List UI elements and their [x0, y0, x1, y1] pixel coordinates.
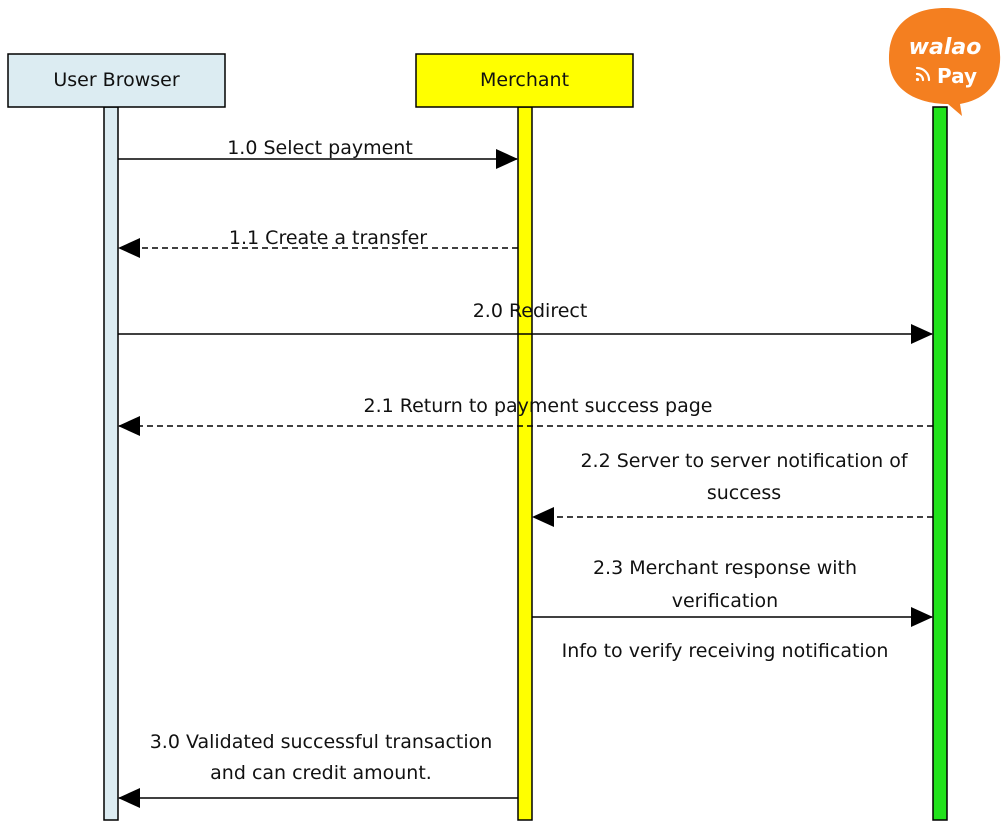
- message-2-2-label-line1: 2.2 Server to server notification of: [580, 450, 908, 472]
- message-1-1-label: 1.1 Create a transfer: [229, 227, 427, 249]
- message-3-0-label-line1: 3.0 Validated successful transaction: [150, 731, 493, 753]
- message-2-0: 2.0 Redirect: [118, 300, 933, 344]
- message-3-0: 3.0 Validated successful transaction and…: [118, 731, 518, 808]
- walaopay-logo-text-top: walao: [909, 35, 982, 60]
- message-1-0: 1.0 Select payment: [118, 137, 518, 169]
- walaopay-logo: walao Pay: [888, 8, 1001, 116]
- message-2-2-label-line2: success: [707, 482, 781, 504]
- walaopay-logo-text-bottom: Pay: [937, 64, 977, 88]
- message-2-1-label: 2.1 Return to payment success page: [364, 395, 713, 417]
- message-2-3-note: Info to verify receiving notification: [562, 640, 889, 662]
- user-browser-lifeline: [103, 106, 119, 821]
- user-browser-header: User Browser: [7, 53, 226, 108]
- message-2-3-label-line2: verification: [672, 590, 778, 612]
- message-1-0-label: 1.0 Select payment: [227, 137, 413, 159]
- message-2-2: 2.2 Server to server notification of suc…: [532, 450, 933, 527]
- user-browser-label: User Browser: [53, 69, 180, 91]
- message-1-1: 1.1 Create a transfer: [118, 227, 518, 258]
- merchant-lifeline: [517, 106, 533, 821]
- message-2-3: 2.3 Merchant response with verification …: [532, 557, 933, 662]
- message-2-0-label: 2.0 Redirect: [473, 300, 588, 322]
- merchant-label: Merchant: [480, 69, 569, 91]
- message-3-0-label-line2: and can credit amount.: [210, 762, 432, 784]
- message-2-1: 2.1 Return to payment success page: [118, 395, 933, 436]
- walaopay-lifeline: [932, 106, 948, 821]
- message-2-3-label-line1: 2.3 Merchant response with: [593, 557, 857, 579]
- merchant-header: Merchant: [415, 53, 634, 108]
- wifi-icon: [915, 66, 931, 82]
